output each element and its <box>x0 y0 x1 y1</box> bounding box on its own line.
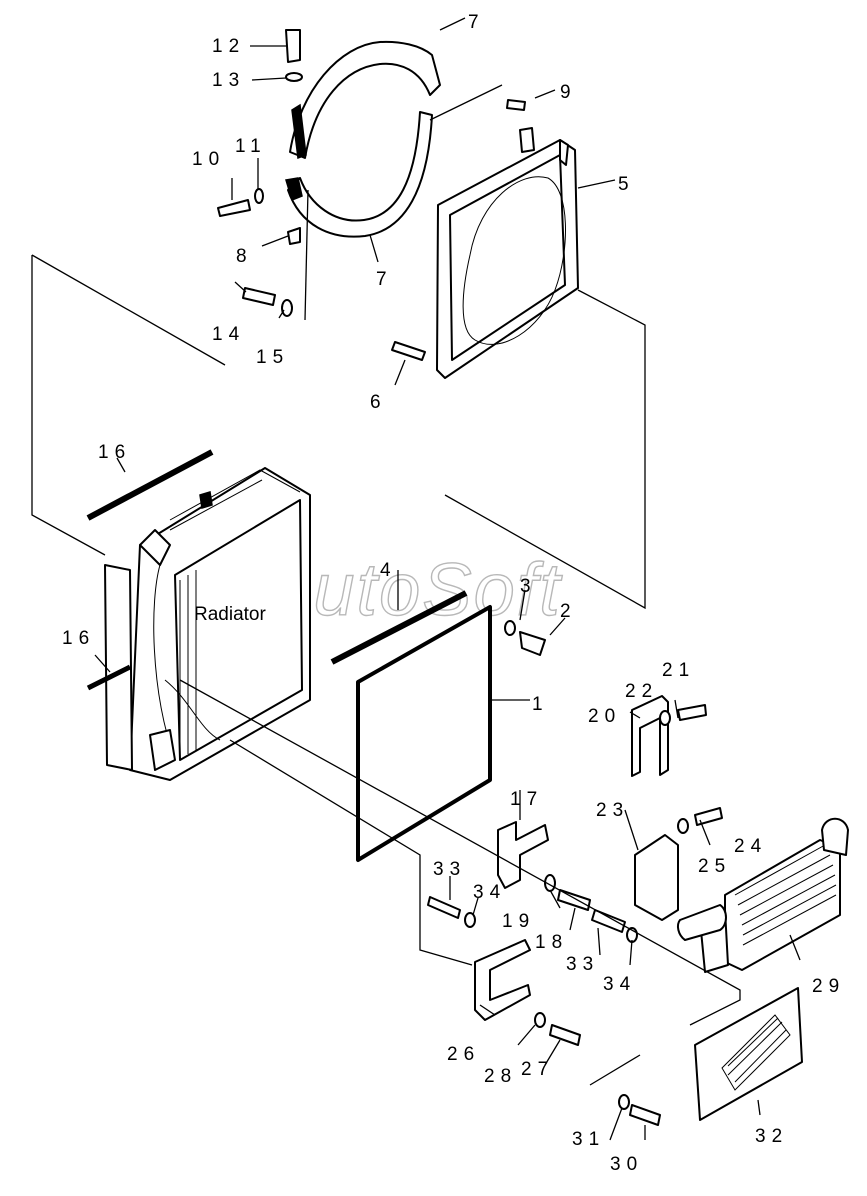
leader-lines <box>31 17 801 1141</box>
bracket-20 <box>631 695 669 777</box>
callout-22: 22 <box>625 681 658 702</box>
seal-strip <box>330 590 468 665</box>
callout-28: 28 <box>484 1066 517 1087</box>
callout-5: 5 <box>618 174 635 195</box>
callout-34-left: 34 <box>473 882 506 903</box>
callout-14: 14 <box>212 324 245 345</box>
callout-16-top: 16 <box>98 442 131 463</box>
callout-15: 15 <box>256 347 289 368</box>
callout-7-top: 7 <box>468 12 485 33</box>
aftercooler <box>676 817 849 973</box>
callout-33-left: 33 <box>433 859 466 880</box>
callout-34-right: 34 <box>603 974 636 995</box>
callout-1: 1 <box>532 694 549 715</box>
callout-17: 17 <box>510 789 543 810</box>
callout-7-bottom: 7 <box>376 269 393 290</box>
callout-labels: 1 2 3 4 5 6 7 7 8 9 10 11 12 13 14 15 16… <box>62 12 845 1175</box>
callout-29: 29 <box>812 976 845 997</box>
callout-24: 24 <box>734 836 767 857</box>
callout-19: 19 <box>502 911 535 932</box>
seal-lower <box>86 664 132 691</box>
callout-27: 27 <box>521 1059 554 1080</box>
callout-26: 26 <box>447 1044 480 1065</box>
hardware <box>217 29 723 1126</box>
callout-6: 6 <box>370 392 387 413</box>
callout-13: 13 <box>212 70 245 91</box>
callout-10: 10 <box>192 149 225 170</box>
screen <box>356 605 492 862</box>
bracket-26 <box>474 939 531 1021</box>
callout-3: 3 <box>520 576 537 597</box>
bracket-17 <box>497 821 549 889</box>
callout-23: 23 <box>596 800 629 821</box>
bracket-23 <box>634 834 679 921</box>
callout-33-right: 33 <box>566 954 599 975</box>
callout-21: 21 <box>662 660 695 681</box>
seal-upper <box>86 449 214 521</box>
guard <box>694 987 803 1121</box>
callout-12: 12 <box>212 36 245 57</box>
callout-2: 2 <box>560 601 577 622</box>
callout-18: 18 <box>535 932 568 953</box>
callout-11: 11 <box>235 136 267 157</box>
callout-20: 20 <box>588 706 621 727</box>
radiator-label: Radiator <box>194 604 266 625</box>
fan-ring-upper <box>289 40 441 160</box>
callout-9: 9 <box>560 82 577 103</box>
callout-16-bottom: 16 <box>62 628 95 649</box>
callout-4: 4 <box>380 560 397 581</box>
callout-32: 32 <box>755 1126 788 1147</box>
callout-8: 8 <box>236 246 253 267</box>
callout-30: 30 <box>610 1154 643 1175</box>
callout-31: 31 <box>572 1129 605 1150</box>
fan-ring-lower <box>285 111 433 238</box>
callout-25: 25 <box>698 856 731 877</box>
fan-shroud <box>436 127 579 379</box>
